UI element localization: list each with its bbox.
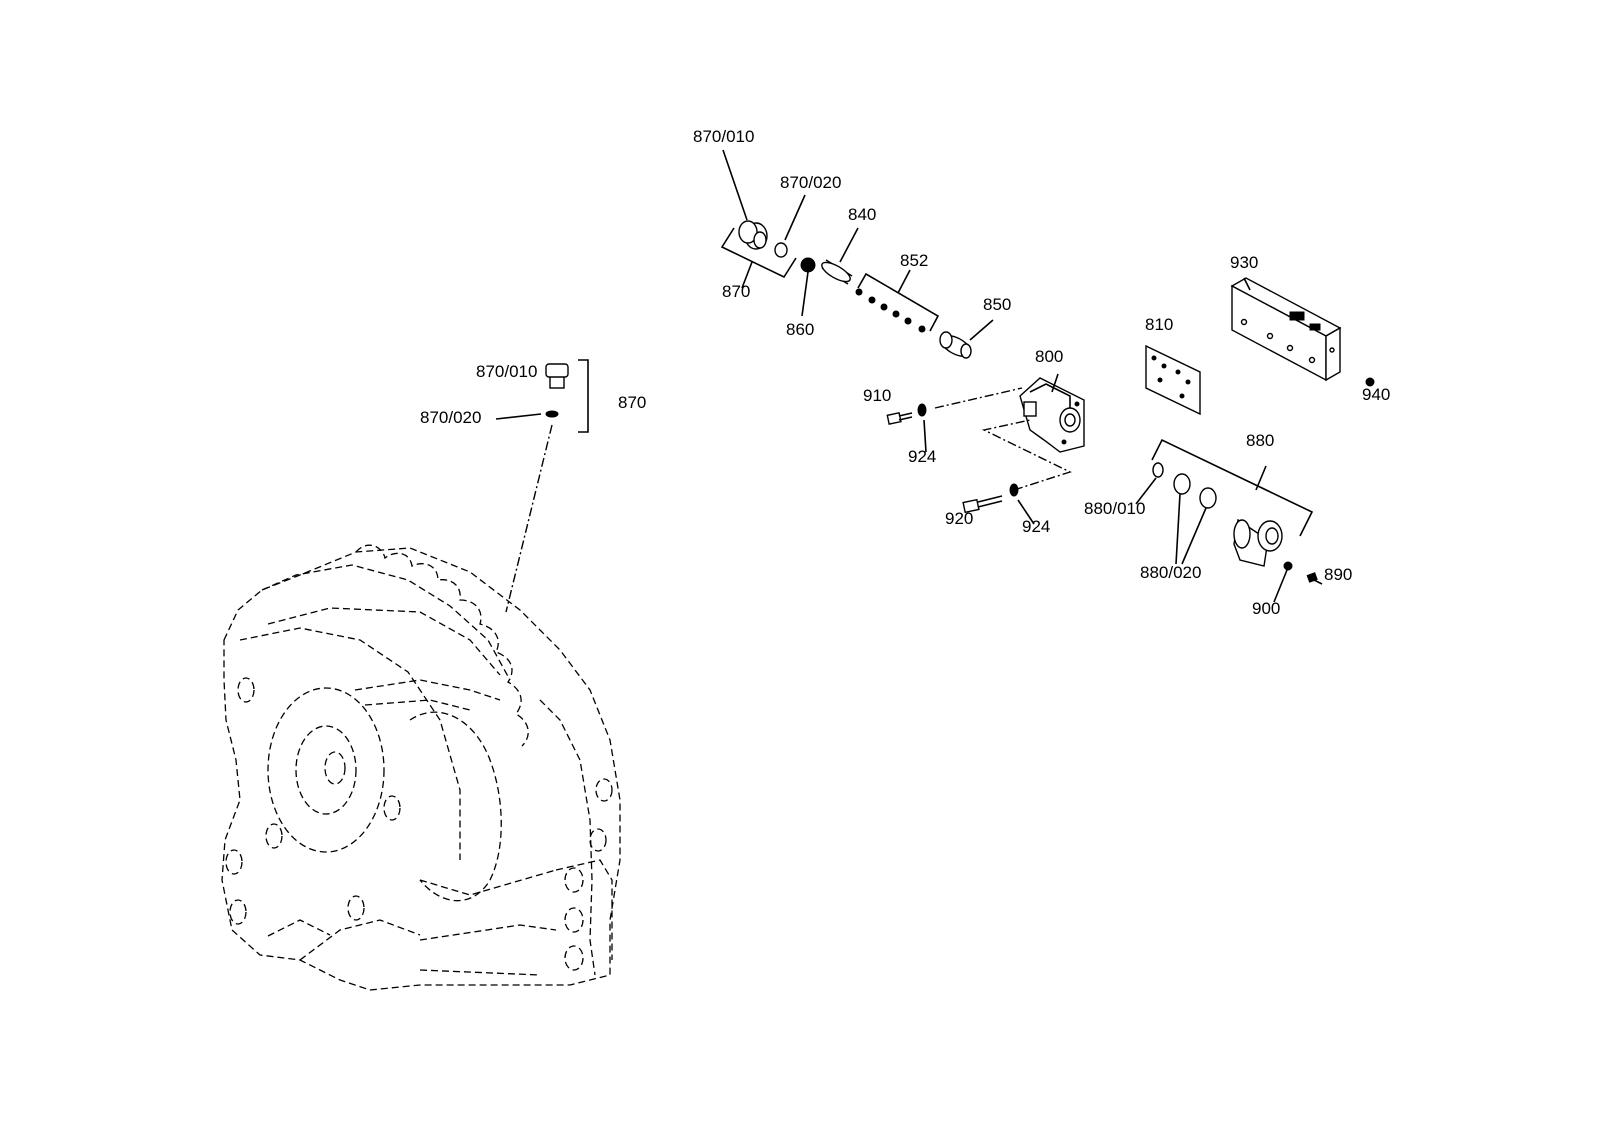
balls-852 — [855, 269, 940, 333]
plug-940 — [1365, 377, 1375, 387]
label-870-left: 870 — [618, 393, 646, 412]
label-850: 850 — [983, 295, 1011, 314]
label-880-010: 880/010 — [1084, 499, 1145, 518]
leader-920-to-800 — [981, 419, 1072, 491]
solenoid-880 — [1135, 438, 1323, 603]
screw-920 — [962, 495, 1003, 514]
label-870-010-top: 870/010 — [693, 127, 754, 146]
label-870-020-left: 870/020 — [420, 408, 481, 427]
callout-labels: 870/010 870/020 840 852 870 860 850 930 … — [420, 127, 1390, 618]
label-870-010-left: 870/010 — [476, 362, 537, 381]
valve-body-800 — [1019, 373, 1085, 453]
label-810: 810 — [1145, 315, 1173, 334]
label-880-020: 880/020 — [1140, 563, 1201, 582]
washer-924-a — [917, 403, 927, 453]
ball-860 — [800, 257, 816, 317]
fitting-870-left — [495, 359, 589, 433]
housing-to-870-leader — [505, 424, 553, 613]
label-900: 900 — [1252, 599, 1280, 618]
o-ring-870-020 — [774, 194, 806, 258]
label-920: 920 — [945, 509, 973, 528]
plug-870-010 — [722, 149, 768, 250]
bracket-870 — [720, 227, 797, 279]
gasket-810 — [1145, 344, 1201, 416]
label-940: 940 — [1362, 385, 1390, 404]
label-870-top: 870 — [722, 282, 750, 301]
label-860: 860 — [786, 320, 814, 339]
label-910: 910 — [863, 386, 891, 405]
block-930 — [1230, 277, 1342, 382]
leader-910-to-800 — [934, 387, 1023, 409]
label-852: 852 — [900, 251, 928, 270]
piston-850 — [939, 319, 994, 359]
transmission-housing — [221, 544, 621, 991]
label-800: 800 — [1035, 347, 1063, 366]
spring-840 — [821, 227, 859, 285]
washer-924-b — [1009, 483, 1035, 525]
label-924-a: 924 — [908, 447, 936, 466]
label-870-020-top: 870/020 — [780, 173, 841, 192]
label-924-b: 924 — [1022, 517, 1050, 536]
label-840: 840 — [848, 205, 876, 224]
label-890: 890 — [1324, 565, 1352, 584]
label-880: 880 — [1246, 431, 1274, 450]
screw-910 — [886, 412, 913, 425]
label-930: 930 — [1230, 253, 1258, 272]
